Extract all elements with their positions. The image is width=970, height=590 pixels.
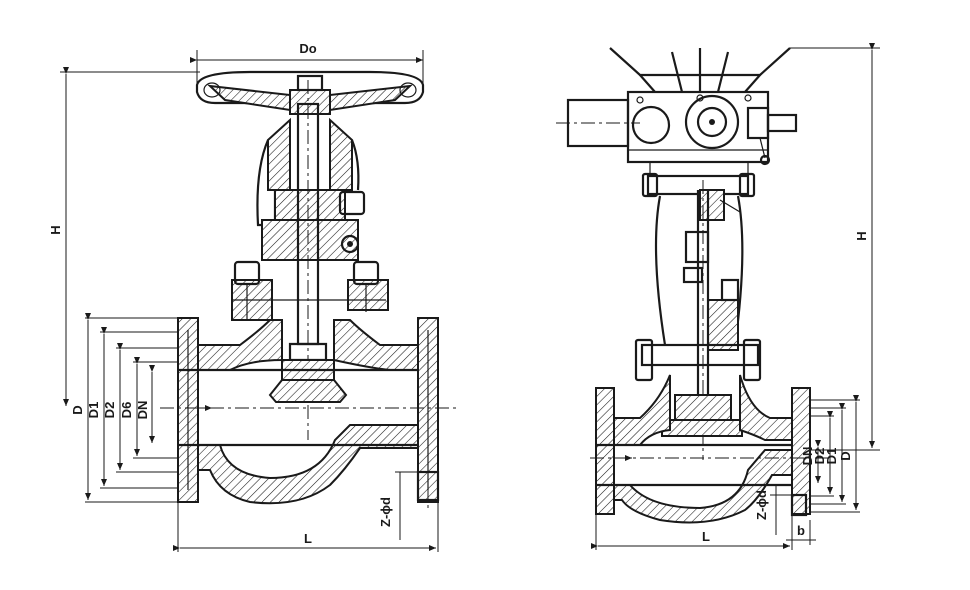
electric-globe-valve: H D D1 D2 DN L b Z-ϕd (556, 43, 880, 550)
label-d1: D1 (86, 402, 101, 419)
label-dn-right: DN (800, 447, 815, 466)
bonnet-flange (634, 338, 762, 437)
label-h-left: H (48, 225, 63, 234)
label-d-right: D (838, 451, 853, 460)
label-l-right: L (702, 529, 710, 544)
label-b: b (797, 523, 805, 538)
label-l-left: L (304, 531, 312, 546)
actuator-handwheel (609, 47, 791, 93)
yoke-bracket (641, 162, 756, 351)
label-d2: D2 (102, 402, 117, 419)
manual-globe-valve-section: Do H D D1 D2 D6 DN L Z-ϕd (48, 41, 460, 552)
electric-actuator (556, 90, 798, 166)
label-zd-left: Z-ϕd (378, 497, 393, 527)
label-d6: D6 (119, 402, 134, 419)
handwheel (195, 70, 425, 115)
label-dn-left: DN (135, 401, 150, 420)
label-h-right: H (854, 231, 869, 240)
label-d: D (70, 405, 85, 414)
valve-body-left (177, 317, 439, 505)
label-zd-right: Z-ϕd (754, 490, 769, 520)
label-do: Do (299, 41, 316, 56)
valve-body-right (595, 374, 811, 524)
yoke-bonnet (231, 117, 389, 321)
